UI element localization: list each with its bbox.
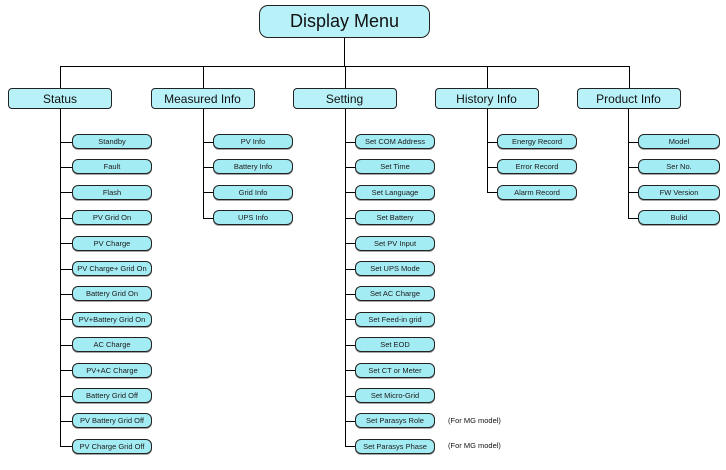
leaf-stub-line [486,192,497,194]
tree-node-ac-charge: AC Charge [72,337,152,353]
leaf-stub-line [344,192,355,194]
tree-node-battery-grid-on: Battery Grid On [72,286,152,302]
tree-node-bulid: Bulid [638,210,720,226]
leaf-stub-line [486,166,497,168]
branch-stub-line [628,66,630,88]
tree-node-pv-grid-on: PV Grid On [72,210,152,226]
tree-node-standby: Standby [72,134,152,149]
tree-node-fault: Fault [72,159,152,175]
leaf-stub-line [344,243,355,245]
tree-node-grid-info: Grid Info [213,184,293,200]
tree-node-set-pv-input: Set PV Input [355,235,435,251]
branch-header-measured-info: Measured Info [150,88,255,109]
tree-node-set-eod: Set EOD [355,337,435,353]
leaf-stub-line [60,319,72,321]
branch-trunk-line [344,109,346,447]
branch-header-history-info: History Info [434,88,539,109]
leaf-stub-line [344,395,355,397]
leaf-stub-line [60,344,72,346]
tree-node-pv-battery-grid-off: PV Battery Grid Off [72,413,152,429]
branch-rail-line [60,66,629,67]
leaf-stub-line [202,141,213,143]
tree-node-set-com-address: Set COM Address [355,134,435,149]
leaf-stub-line [60,370,72,372]
branch-trunk-line [628,109,629,218]
tree-node-pv-charge: PV Charge [72,235,152,251]
tree-node-ups-info: UPS Info [213,210,293,226]
leaf-stub-line [628,217,638,219]
tree-node-flash: Flash [72,184,152,200]
branch-header-product-info: Product Info [576,88,681,109]
branch-header-status: Status [8,88,112,109]
tree-node-set-time: Set Time [355,159,435,175]
tree-node-set-parasys-role: Set Parasys Role [355,413,435,429]
tree-node-battery-info: Battery Info [213,159,293,175]
leaf-stub-line [628,141,638,143]
root-node-display-menu: Display Menu [259,5,430,38]
leaf-stub-line [344,370,355,372]
branch-trunk-line [60,109,61,447]
leaf-stub-line [60,141,72,143]
leaf-stub-line [60,217,72,219]
leaf-stub-line [60,446,72,448]
leaf-stub-line [344,268,355,270]
leaf-stub-line [344,319,355,321]
node-annotation-set-parasys-phase: (For MG model) [448,441,501,451]
tree-node-pv-charge-grid-off: PV Charge Grid Off [72,438,152,454]
branch-trunk-line [202,109,204,218]
tree-node-pv-info: PV Info [213,134,293,149]
tree-node-set-ct-or-meter: Set CT or Meter [355,362,435,378]
tree-node-set-feed-in-grid: Set Feed-in grid [355,311,435,327]
leaf-stub-line [344,293,355,295]
leaf-stub-line [344,166,355,168]
tree-node-error-record: Error Record [497,159,577,175]
leaf-stub-line [628,192,638,194]
tree-node-set-parasys-phase: Set Parasys Phase [355,438,435,454]
tree-node-pv-charge-grid-on: PV Charge+ Grid On [72,261,152,276]
tree-node-set-ac-charge: Set AC Charge [355,286,435,302]
leaf-stub-line [60,166,72,168]
tree-node-battery-grid-off: Battery Grid Off [72,388,152,403]
branch-stub-line [344,66,346,88]
node-annotation-set-parasys-role: (For MG model) [448,415,501,425]
tree-node-ser-no: Ser No. [638,159,720,175]
leaf-stub-line [344,217,355,219]
tree-node-set-ups-mode: Set UPS Mode [355,261,435,276]
tree-node-energy-record: Energy Record [497,134,577,149]
branch-stub-line [60,66,61,88]
leaf-stub-line [60,268,72,270]
leaf-stub-line [60,293,72,295]
root-node-label: Display Menu [289,11,400,31]
tree-node-model: Model [638,134,720,149]
leaf-stub-line [344,141,355,143]
leaf-stub-line [60,243,72,245]
root-connector-line [344,38,345,66]
tree-node-pv-ac-charge: PV+AC Charge [72,362,152,378]
tree-node-alarm-record: Alarm Record [497,184,577,200]
leaf-stub-line [486,141,497,143]
tree-node-set-micro-grid: Set Micro-Grid [355,388,435,403]
branch-header-setting: Setting [292,88,397,109]
leaf-stub-line [344,420,355,422]
branch-trunk-line [486,109,488,193]
tree-node-set-language: Set Language [355,184,435,200]
leaf-stub-line [60,192,72,194]
branch-stub-line [486,66,488,88]
leaf-stub-line [202,166,213,168]
leaf-stub-line [628,166,638,168]
branch-stub-line [202,66,204,88]
leaf-stub-line [344,344,355,346]
leaf-stub-line [60,420,72,422]
leaf-stub-line [344,446,355,448]
tree-node-set-battery: Set Battery [355,210,435,226]
tree-node-pv-battery-grid-on: PV+Battery Grid On [72,311,152,327]
leaf-stub-line [202,217,213,219]
tree-node-fw-version: FW Version [638,184,720,200]
leaf-stub-line [60,395,72,397]
leaf-stub-line [202,192,213,194]
